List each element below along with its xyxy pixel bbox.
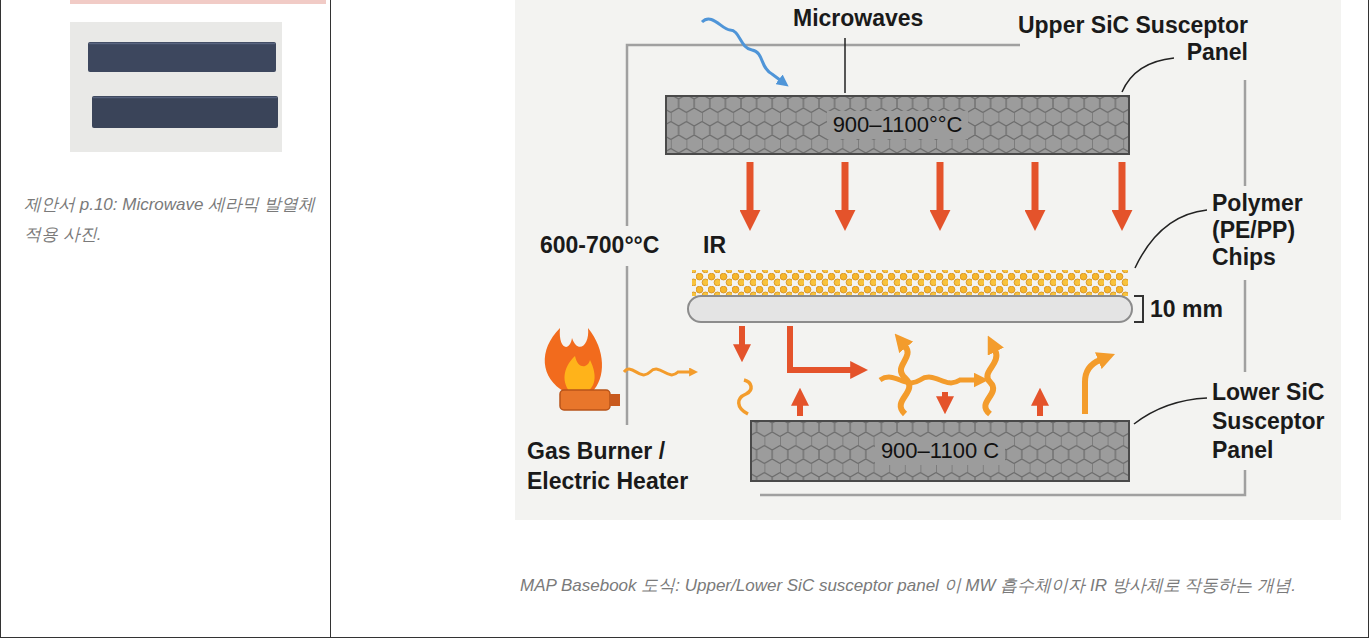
photo-ground — [70, 22, 282, 152]
heater-label: Gas Burner / Electric Heater — [527, 436, 705, 496]
polymer-chips — [692, 270, 1128, 296]
leader-line — [844, 38, 846, 93]
temperature-label: 600-700°°C — [540, 231, 670, 259]
susceptor-panel: 900–1100 C — [750, 420, 1130, 482]
ir-arrow — [942, 392, 948, 398]
microwave-label: Microwaves — [793, 4, 943, 32]
table-divider — [330, 0, 331, 638]
ceramic-bar — [92, 96, 278, 128]
table-border — [0, 0, 1, 638]
table-border — [1368, 0, 1369, 638]
panel-temperature: 900–1100 C — [875, 437, 1005, 465]
chamber-wall — [626, 266, 629, 425]
photo-strip — [70, 0, 326, 4]
ir-arrow — [790, 326, 852, 370]
diagram-ground — [515, 0, 1341, 520]
susceptor-panel: 900–1100°°C — [665, 95, 1130, 155]
bar-highlight — [89, 43, 275, 45]
ir-arrow — [1119, 162, 1126, 212]
chamber-wall — [1244, 80, 1247, 186]
flame-core — [565, 356, 595, 392]
heat-wave — [880, 377, 975, 383]
heat-wave — [901, 346, 910, 414]
leader-line — [1134, 398, 1207, 424]
honeycomb-texture — [750, 420, 1130, 482]
heat-wave — [624, 369, 690, 375]
ir-arrow — [842, 162, 849, 212]
heat-wave — [1085, 360, 1100, 414]
panel-label: Upper SiC Susceptor Panel — [1010, 12, 1248, 66]
ir-arrow — [797, 404, 803, 416]
dimension-label: 10 mm — [1150, 295, 1236, 323]
table-border — [0, 637, 1369, 638]
panel-fill — [665, 95, 1130, 155]
microwave-wave — [702, 19, 780, 80]
panel-fill — [750, 420, 1130, 482]
ir-arrow — [1037, 404, 1043, 416]
honeycomb-texture — [665, 95, 1130, 155]
ir-label: IR — [703, 231, 739, 259]
chamber-wall — [1244, 280, 1247, 372]
ir-arrow — [739, 326, 745, 346]
bar-highlight — [93, 97, 277, 99]
tray — [688, 296, 1132, 322]
burner-body — [560, 390, 610, 410]
ir-arrow — [747, 162, 754, 212]
dimension-bracket — [1134, 296, 1143, 322]
heat-swirl — [739, 380, 751, 414]
photo-caption: 제안서 p.10: Microwave 세라믹 발열체 적용 사진. — [24, 190, 322, 250]
panel-label: Lower SiC Susceptor Panel — [1212, 378, 1334, 465]
polymer-label: Polymer (PE/PP) Chips — [1212, 190, 1316, 271]
figure-caption: MAP Basebook 도식: Upper/Lower SiC suscept… — [520, 570, 1345, 602]
leader-line — [1135, 210, 1207, 268]
ir-arrow — [1032, 162, 1039, 212]
ir-arrow — [937, 162, 944, 212]
panel-temperature: 900–1100°°C — [827, 111, 969, 139]
leader-line — [1122, 58, 1174, 92]
heat-wave — [985, 350, 996, 414]
ceramic-bar — [88, 42, 276, 72]
burner-nozzle — [610, 394, 620, 406]
flame — [545, 328, 602, 392]
